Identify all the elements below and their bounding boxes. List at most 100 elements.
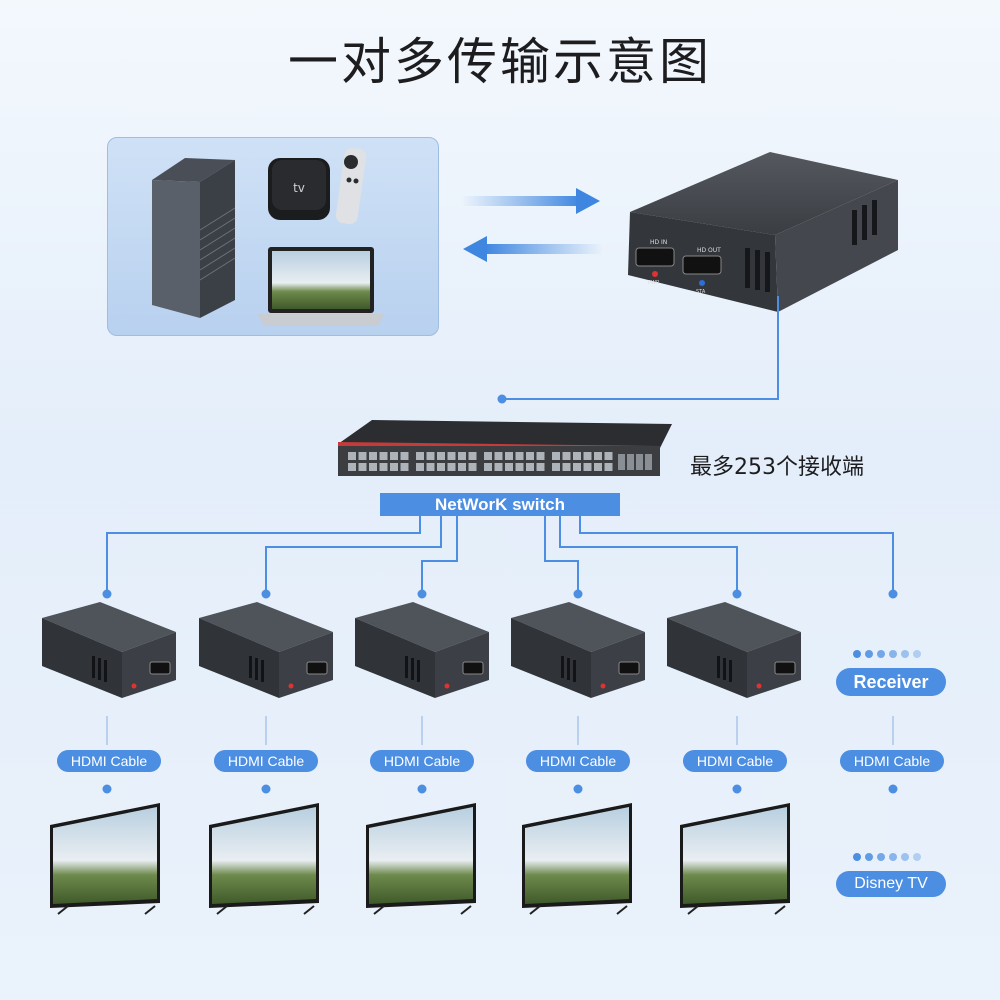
transmitter-device: HD IN HD OUT PWR STA xyxy=(628,152,898,312)
receiver-device xyxy=(42,602,176,698)
connection-dot xyxy=(417,589,427,599)
switch-port xyxy=(348,463,356,471)
hdmi-cable-label: HDMI Cable xyxy=(57,750,161,772)
switch-port xyxy=(594,463,602,471)
connection-dot xyxy=(102,784,112,794)
network-switch-label: NetWorK switch xyxy=(380,493,620,516)
laptop-icon xyxy=(258,247,384,326)
switch-port xyxy=(552,463,560,471)
receiver-device xyxy=(199,602,333,698)
tv-screen-icon xyxy=(680,803,790,915)
switch-port xyxy=(416,463,424,471)
switch-port xyxy=(515,463,524,471)
hdmi-cable-label: HDMI Cable xyxy=(214,750,318,772)
switch-port xyxy=(526,452,534,460)
receiver-device xyxy=(355,602,489,698)
legend-dots-icon xyxy=(853,650,921,658)
legend-hdmi-cable-label: HDMI Cable xyxy=(840,750,944,772)
switch-port xyxy=(526,463,534,471)
switch-port xyxy=(484,452,492,460)
switch-port xyxy=(505,463,513,471)
switch-port xyxy=(379,452,388,460)
switch-port xyxy=(484,463,492,471)
switch-port xyxy=(573,463,581,471)
sfp-port xyxy=(627,454,634,470)
switch-port xyxy=(447,463,456,471)
tv-screen-icon xyxy=(209,803,319,915)
switch-port xyxy=(583,452,592,460)
hdmi-out-label: HD OUT xyxy=(697,247,721,254)
switch-port xyxy=(369,463,377,471)
sfp-port xyxy=(645,454,652,470)
switch-port xyxy=(400,463,409,471)
switch-port xyxy=(358,463,367,471)
connection-dot xyxy=(888,589,898,599)
switch-port xyxy=(426,452,435,460)
sta-label: STA xyxy=(696,289,706,295)
switch-wiring xyxy=(106,516,894,590)
connection-dot xyxy=(102,589,112,599)
switch-port xyxy=(594,452,602,460)
switch-port xyxy=(390,463,398,471)
switch-port xyxy=(604,452,613,460)
pwr-label: PWR xyxy=(648,280,660,286)
tv-screen-icon xyxy=(50,803,160,915)
tv-screen-icon xyxy=(366,803,476,915)
switch-port xyxy=(573,452,581,460)
switch-port xyxy=(369,452,377,460)
switch-port xyxy=(536,452,545,460)
switch-port xyxy=(515,452,524,460)
pc-tower-icon xyxy=(152,158,236,318)
switch-port xyxy=(437,463,445,471)
switch-port xyxy=(447,452,456,460)
switch-port xyxy=(536,463,545,471)
legend-tv-label: Disney TV xyxy=(836,871,946,897)
transmitter-wire xyxy=(502,296,779,400)
connection-dot xyxy=(261,784,271,794)
hdmi-cable-label: HDMI Cable xyxy=(370,750,474,772)
switch-port xyxy=(505,452,513,460)
switch-port xyxy=(494,452,503,460)
switch-port xyxy=(379,463,388,471)
connection-dot xyxy=(573,589,583,599)
switch-port xyxy=(458,463,466,471)
tv-screen-icon xyxy=(522,803,632,915)
switch-port xyxy=(468,463,477,471)
switch-port xyxy=(437,452,445,460)
connection-dot xyxy=(732,589,742,599)
sfp-port xyxy=(636,454,643,470)
switch-port xyxy=(604,463,613,471)
remote-control-icon xyxy=(335,147,367,225)
network-switch-device xyxy=(338,420,672,476)
hdmi-cable-label: HDMI Cable xyxy=(526,750,630,772)
switch-port xyxy=(426,463,435,471)
svg-text:tv: tv xyxy=(293,181,305,195)
switch-port xyxy=(358,452,367,460)
switch-port xyxy=(390,452,398,460)
switch-port xyxy=(416,452,424,460)
switch-port xyxy=(468,452,477,460)
set-top-box-icon: tv xyxy=(268,158,330,220)
connection-dot xyxy=(573,784,583,794)
page-title: 一对多传输示意图 xyxy=(288,33,712,91)
switch-port xyxy=(494,463,503,471)
switch-port xyxy=(348,452,356,460)
signal-arrows xyxy=(462,188,603,262)
receiver-device xyxy=(667,602,801,698)
switch-port xyxy=(583,463,592,471)
legend-dots-icon xyxy=(853,853,921,861)
sfp-port xyxy=(618,454,625,470)
switch-port xyxy=(562,463,571,471)
hdmi-cable-label: HDMI Cable xyxy=(683,750,787,772)
connection-dot xyxy=(888,784,898,794)
receiver-device xyxy=(511,602,645,698)
legend-receiver-label: Receiver xyxy=(836,668,946,696)
switch-port xyxy=(400,452,409,460)
connection-dot xyxy=(732,784,742,794)
max-receivers-note: 最多253个接收端 xyxy=(690,455,864,480)
switch-port xyxy=(458,452,466,460)
hdmi-in-label: HD IN xyxy=(650,239,667,246)
connection-dot xyxy=(417,784,427,794)
switch-port xyxy=(552,452,560,460)
